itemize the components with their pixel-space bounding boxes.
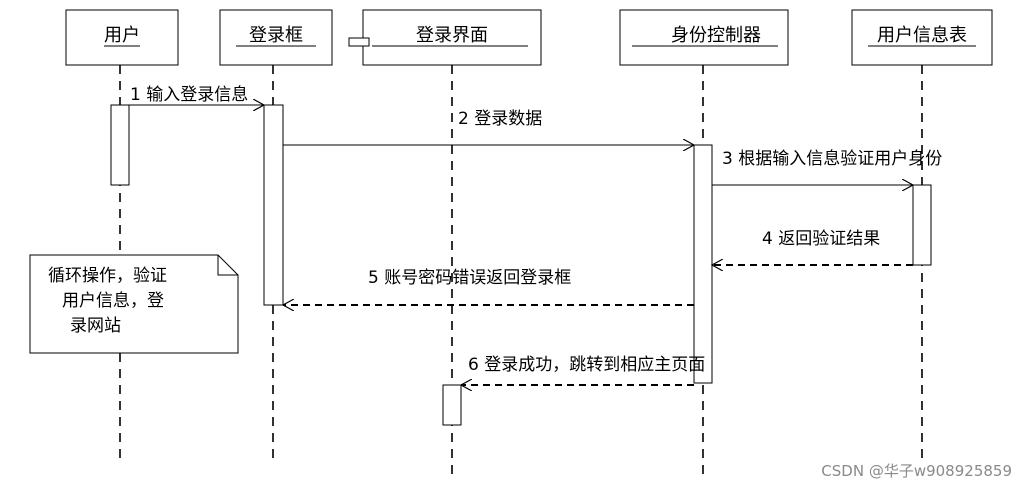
participant-login-box: 登录框 [219, 9, 333, 66]
message-5-label: 5 账号密码错误返回登录框 [368, 268, 571, 288]
message-5: 5 账号密码错误返回登录框 [283, 268, 694, 305]
message-1-label: 1 输入登录信息 [130, 85, 248, 105]
participant-id-controller-label: 身份控制器 [671, 25, 761, 46]
message-3: 3 根据输入信息验证用户身份 [712, 149, 942, 185]
message-2: 2 登录数据 [283, 109, 694, 145]
note-line-1: 循环操作，验证 [48, 266, 167, 286]
message-6: 6 登录成功，跳转到相应主页面 [461, 355, 705, 385]
participant-user-label: 用户 [104, 25, 140, 46]
message-2-label: 2 登录数据 [458, 109, 542, 129]
activation-login-ui [442, 384, 462, 426]
activation-login-box [263, 104, 284, 306]
note-line-3: 录网站 [70, 316, 121, 336]
component-icon [348, 37, 370, 47]
message-4: 4 返回验证结果 [712, 229, 913, 265]
activation-user [110, 104, 130, 186]
participant-user-table-label: 用户信息表 [877, 25, 967, 46]
message-4-label: 4 返回验证结果 [762, 229, 880, 249]
message-1: 1 输入登录信息 [129, 85, 264, 105]
activation-user-table [912, 184, 932, 266]
watermark: CSDN @华子w908925859 [821, 462, 1012, 480]
participant-login-ui: 登录界面 [348, 9, 542, 66]
participant-login-ui-label: 登录界面 [416, 25, 488, 46]
participant-user-table: 用户信息表 [851, 9, 993, 66]
note-line-2: 用户信息，登 [62, 291, 164, 311]
participant-login-box-label: 登录框 [249, 25, 303, 46]
activation-id-controller [693, 144, 713, 384]
message-6-label: 6 登录成功，跳转到相应主页面 [468, 355, 705, 375]
loop-note: 循环操作，验证 用户信息，登 录网站 [29, 254, 239, 354]
message-3-label: 3 根据输入信息验证用户身份 [722, 149, 942, 169]
participant-id-controller: 身份控制器 [619, 9, 789, 66]
participant-user: 用户 [65, 9, 179, 66]
